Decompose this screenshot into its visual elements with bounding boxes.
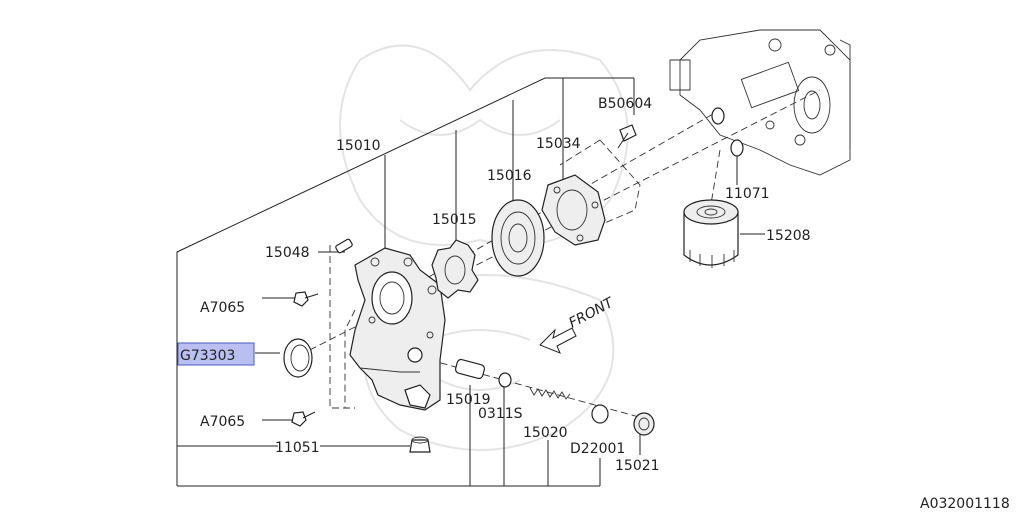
label-15010[interactable]: 15010 xyxy=(336,138,381,154)
label-A7065-top[interactable]: A7065 xyxy=(200,300,245,316)
label-15208[interactable]: 15208 xyxy=(766,228,811,244)
dowel-pin xyxy=(335,238,353,254)
frame-lines xyxy=(176,77,635,487)
leader-lines xyxy=(177,78,765,486)
oil-seal xyxy=(283,338,313,378)
highlight-box xyxy=(177,342,255,366)
bolt-bottom xyxy=(291,411,316,427)
label-11051[interactable]: 11051 xyxy=(275,440,320,456)
label-B50604[interactable]: B50604 xyxy=(598,96,652,112)
oil-pump-housing xyxy=(349,247,446,411)
screw xyxy=(617,124,637,149)
label-15048[interactable]: 15048 xyxy=(265,245,310,261)
part-labels: 15010 15034 B50604 15016 15015 15048 A70… xyxy=(180,96,811,474)
label-15019[interactable]: 15019 xyxy=(446,392,491,408)
bolt-top xyxy=(293,291,319,307)
label-11071[interactable]: 11071 xyxy=(725,186,770,202)
label-15016[interactable]: 15016 xyxy=(487,168,532,184)
plug xyxy=(633,412,655,436)
o-ring xyxy=(730,139,744,157)
relief-valve xyxy=(454,358,486,380)
label-15021[interactable]: 15021 xyxy=(615,458,660,474)
spring xyxy=(529,387,571,400)
drain-plug xyxy=(409,436,431,453)
pump-cover xyxy=(541,174,606,246)
engine-block xyxy=(669,29,851,176)
label-D22001[interactable]: D22001 xyxy=(570,441,625,457)
label-15020[interactable]: 15020 xyxy=(523,425,568,441)
outer-rotor xyxy=(491,199,545,277)
label-15015[interactable]: 15015 xyxy=(432,212,477,228)
label-0311S[interactable]: 0311S xyxy=(478,406,523,422)
gasket xyxy=(591,404,609,424)
washer xyxy=(498,372,512,388)
label-A7065-bottom[interactable]: A7065 xyxy=(200,414,245,430)
label-G73303[interactable]: G73303 xyxy=(180,348,235,364)
diagram-id: A032001118 xyxy=(920,496,1010,512)
inner-rotor xyxy=(431,239,479,299)
front-arrow: FRONT xyxy=(539,294,617,354)
oil-filter xyxy=(683,199,739,268)
label-15034[interactable]: 15034 xyxy=(536,136,581,152)
